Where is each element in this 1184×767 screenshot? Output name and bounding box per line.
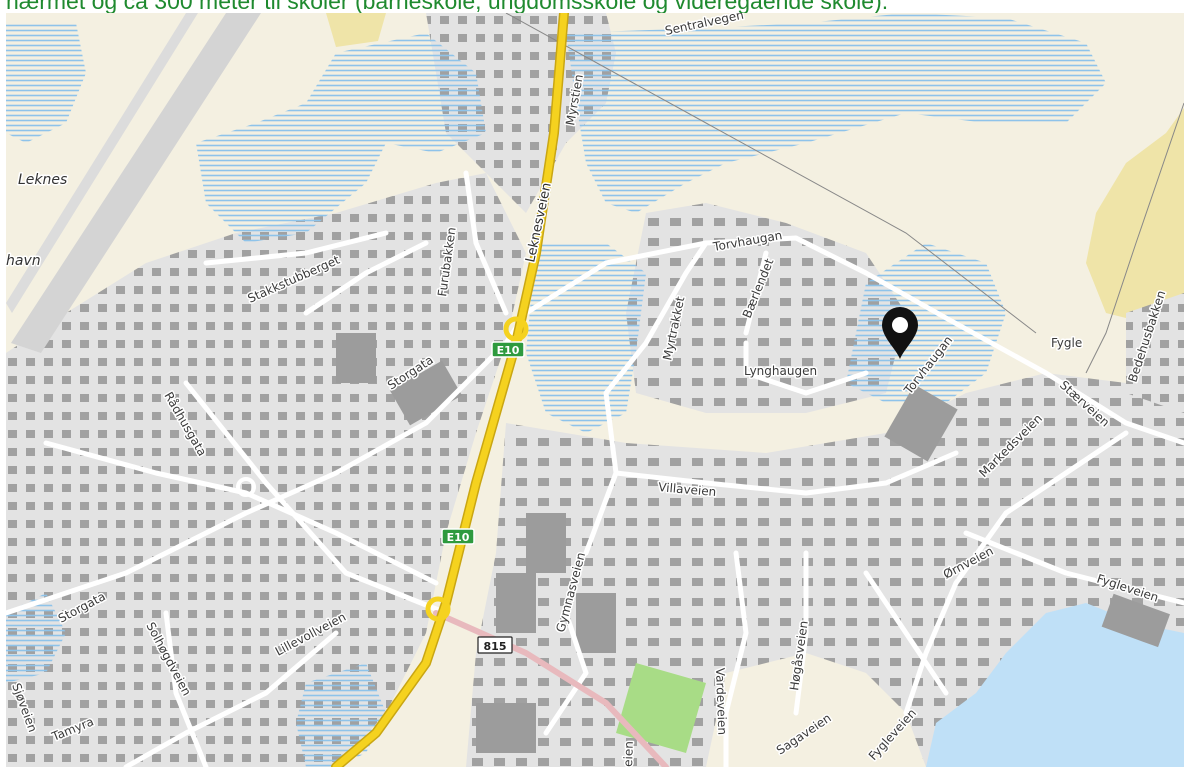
place-label-leknes: Leknes xyxy=(18,172,67,188)
road-label-eien: eien xyxy=(621,741,636,767)
building-block xyxy=(496,573,536,633)
highway-e10-fill xyxy=(332,13,568,767)
roundabout-west xyxy=(236,477,256,497)
place-label-fygle: Fygle xyxy=(1051,336,1082,350)
road-label-lynghaugen: Lynghaugen xyxy=(744,364,817,378)
roundabout-north xyxy=(503,316,529,342)
wetland-area-north xyxy=(196,33,486,243)
residential-area-west xyxy=(6,173,526,767)
shield-e10-lower: E10 xyxy=(441,528,475,545)
map-view[interactable]: Leknes havn Fygle Sentralvegen Leknesvei… xyxy=(6,13,1184,767)
road-label-villaveien: Villaveien xyxy=(658,480,717,499)
building-block xyxy=(476,703,536,753)
wetland-area-northeast xyxy=(566,13,1106,213)
building-block xyxy=(1101,593,1171,648)
power-line-east xyxy=(1085,102,1184,374)
building-block xyxy=(884,384,958,462)
building-block xyxy=(390,360,462,426)
local-roads xyxy=(6,170,1184,767)
page-caption: nærmet og ca 300 meter til skoler (barne… xyxy=(6,0,889,13)
airport-runway xyxy=(11,13,261,353)
airport-runway-edge xyxy=(6,13,198,313)
lake xyxy=(926,603,1184,767)
map-pin-icon[interactable] xyxy=(882,307,918,359)
shield-e10-lower-text: E10 xyxy=(447,531,470,544)
map-canvas[interactable]: Leknes havn Fygle Sentralvegen Leknesvei… xyxy=(6,13,1184,767)
building-block xyxy=(526,513,566,573)
place-label-havn: havn xyxy=(6,253,41,269)
field-area-east xyxy=(1086,108,1184,323)
regional-road-815 xyxy=(433,610,669,767)
wetland-area-west xyxy=(6,23,86,143)
shield-815-text: 815 xyxy=(484,640,507,653)
shield-e10-upper-text: E10 xyxy=(497,344,520,357)
wetland-area-southwest xyxy=(6,593,66,683)
power-line xyxy=(505,13,1037,334)
field-area xyxy=(326,13,386,47)
shield-e10-upper: E10 xyxy=(491,341,525,358)
sports-field xyxy=(616,663,706,753)
road-label-vardeveien: Vardeveien xyxy=(713,668,729,736)
building-block xyxy=(576,593,616,653)
residential-area-north xyxy=(426,13,616,213)
building-block xyxy=(336,333,376,383)
wetland-area-center xyxy=(526,243,646,433)
shield-815: 815 xyxy=(477,636,513,654)
residential-area-northeast xyxy=(1126,293,1184,413)
roundabout-south xyxy=(425,596,451,622)
